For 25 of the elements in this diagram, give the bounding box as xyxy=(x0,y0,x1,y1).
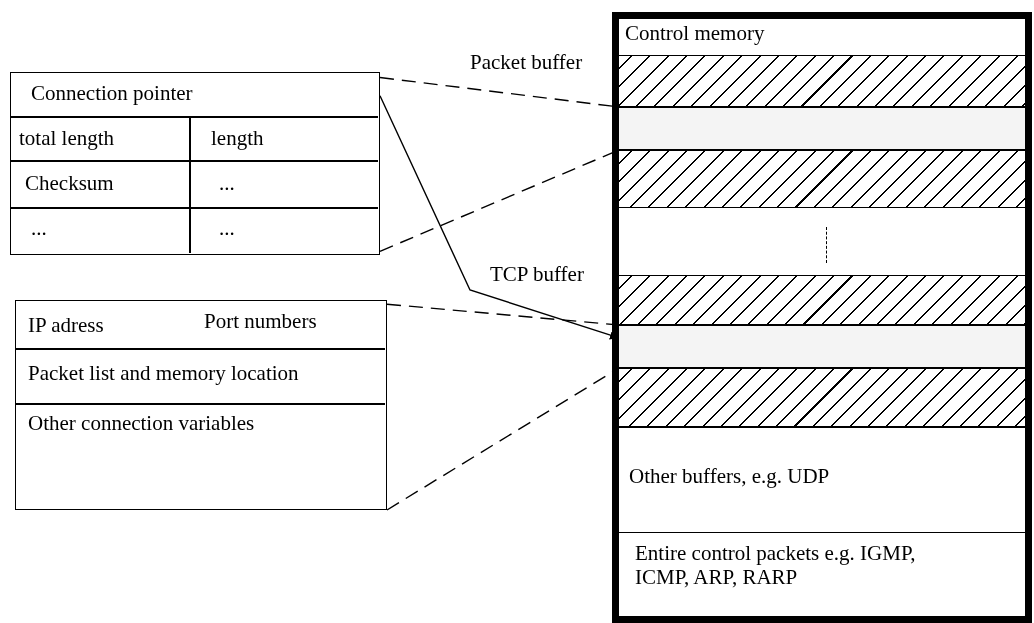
field-label: Connection pointer xyxy=(31,81,193,106)
field-label: Other connection variables xyxy=(28,411,255,436)
buffer-slot xyxy=(619,325,1025,368)
field-label: ... xyxy=(219,216,235,241)
field-label: ... xyxy=(219,171,235,196)
region-label: Entire control packets e.g. IGMP, ICMP, ARP, RARP xyxy=(635,541,917,590)
field-label: Packet list and memory location xyxy=(28,361,299,386)
connection-record-box xyxy=(15,300,387,510)
record-table xyxy=(10,72,380,255)
field-label: total length xyxy=(19,126,115,151)
buffer-slot xyxy=(619,107,1025,150)
hatched-band xyxy=(619,275,1025,325)
field-label: Port numbers xyxy=(204,309,317,334)
region-label: Other buffers, e.g. UDP xyxy=(629,464,830,489)
field-label: length xyxy=(211,126,264,151)
field-label: IP adress xyxy=(28,313,104,338)
field-label: Checksum xyxy=(25,171,114,196)
hatched-band xyxy=(619,55,1025,107)
buffer-label: TCP buffer xyxy=(490,262,584,287)
field-label: ... xyxy=(31,216,47,241)
buffer-label: Packet buffer xyxy=(470,50,583,75)
memory-block xyxy=(612,12,1032,623)
hatched-band xyxy=(619,150,1025,208)
block-title: Control memory xyxy=(625,21,765,46)
hatched-band xyxy=(619,368,1025,427)
